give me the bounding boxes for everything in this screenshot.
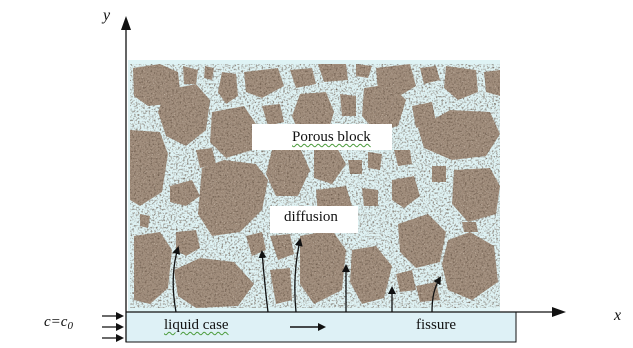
fissure-label: fissure bbox=[416, 318, 456, 333]
y-axis-arrowhead bbox=[121, 16, 131, 30]
porous-block-text: Porous block bbox=[292, 129, 371, 145]
rock-block bbox=[368, 152, 382, 170]
boundary-condition-text: c=c bbox=[44, 314, 67, 330]
rock-block bbox=[462, 222, 478, 232]
rock-block bbox=[432, 166, 446, 182]
boundary-condition-label: c=c0 bbox=[44, 315, 73, 332]
rock-block bbox=[340, 94, 356, 116]
inflow-arrows bbox=[102, 316, 122, 338]
x-axis-label: x bbox=[614, 308, 621, 324]
y-axis-label: y bbox=[103, 8, 110, 24]
diffusion-label: diffusion bbox=[270, 206, 358, 233]
rock-block bbox=[348, 160, 362, 174]
rock-block bbox=[362, 188, 378, 206]
boundary-condition-subscript: 0 bbox=[67, 320, 73, 332]
x-axis-arrowhead bbox=[552, 307, 566, 317]
liquid-case-text: liquid case bbox=[164, 317, 229, 333]
rock-block bbox=[484, 70, 500, 96]
liquid-case-label: liquid case bbox=[164, 318, 229, 333]
porous-block-label: Porous block bbox=[252, 124, 392, 150]
